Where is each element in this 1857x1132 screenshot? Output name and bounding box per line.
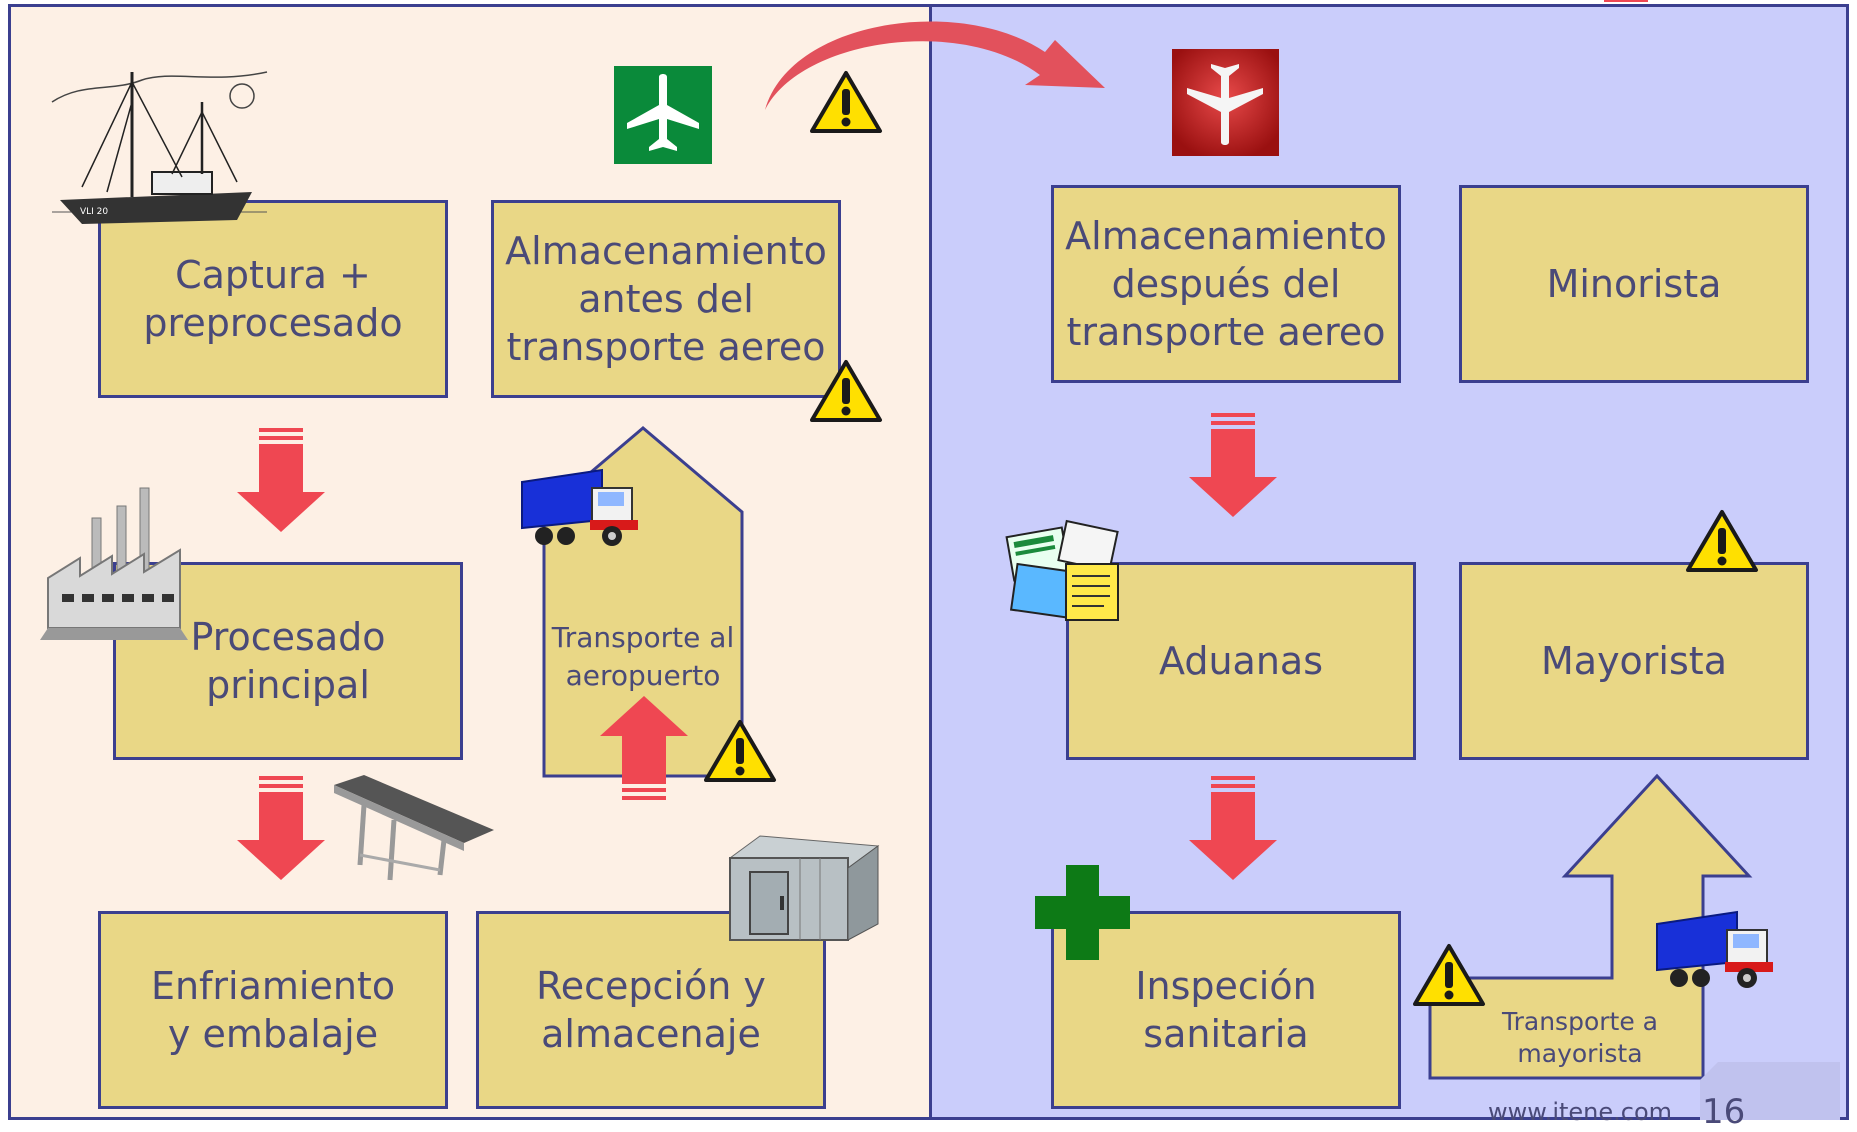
warning-icon bbox=[810, 360, 882, 422]
page-number: 16 bbox=[1702, 1092, 1746, 1132]
box-minorista: Minorista bbox=[1459, 185, 1809, 383]
fishing-boat-icon: VLI 20 bbox=[51, 71, 268, 224]
box-almacenamiento-despues: Almacenamiento después del transporte ae… bbox=[1051, 185, 1401, 383]
documents-icon bbox=[1005, 519, 1119, 621]
box-enfriamiento: Enfriamiento y embalaje bbox=[98, 911, 448, 1109]
warning-icon bbox=[704, 720, 776, 782]
page-number-tab bbox=[1700, 1062, 1840, 1120]
flight-arrow bbox=[765, 21, 1105, 110]
truck-icon bbox=[1656, 910, 1773, 988]
box-aduanas: Aduanas bbox=[1066, 562, 1416, 760]
airport-departure-icon bbox=[614, 66, 712, 164]
warning-icon bbox=[810, 71, 882, 133]
truck-icon bbox=[521, 468, 638, 546]
box-recepcion: Recepción y almacenaje bbox=[476, 911, 826, 1109]
health-cross-icon bbox=[1035, 865, 1130, 960]
box-mayorista: Mayorista bbox=[1459, 562, 1809, 760]
box-procesado: Procesado principal bbox=[113, 562, 463, 760]
footer-url: www.itene.com bbox=[1488, 1098, 1673, 1126]
box-captura: Captura + preprocesado bbox=[98, 200, 448, 398]
label-transporte-mayorista: Transporte a mayorista bbox=[1502, 1007, 1658, 1068]
warning-icon bbox=[1413, 944, 1485, 1006]
label-transporte-aeropuerto: Transporte al aeropuerto bbox=[551, 621, 735, 692]
warning-icon bbox=[1686, 510, 1758, 572]
airport-arrival-icon bbox=[1172, 49, 1279, 156]
box-inspeccion: Inspeción sanitaria bbox=[1051, 911, 1401, 1109]
factory-icon bbox=[40, 487, 188, 640]
conveyor-icon bbox=[334, 775, 494, 881]
cold-room-icon bbox=[728, 835, 880, 941]
svg-text:VLI 20: VLI 20 bbox=[80, 207, 108, 217]
box-almacenamiento-antes: Almacenamiento antes del transporte aere… bbox=[491, 200, 841, 398]
